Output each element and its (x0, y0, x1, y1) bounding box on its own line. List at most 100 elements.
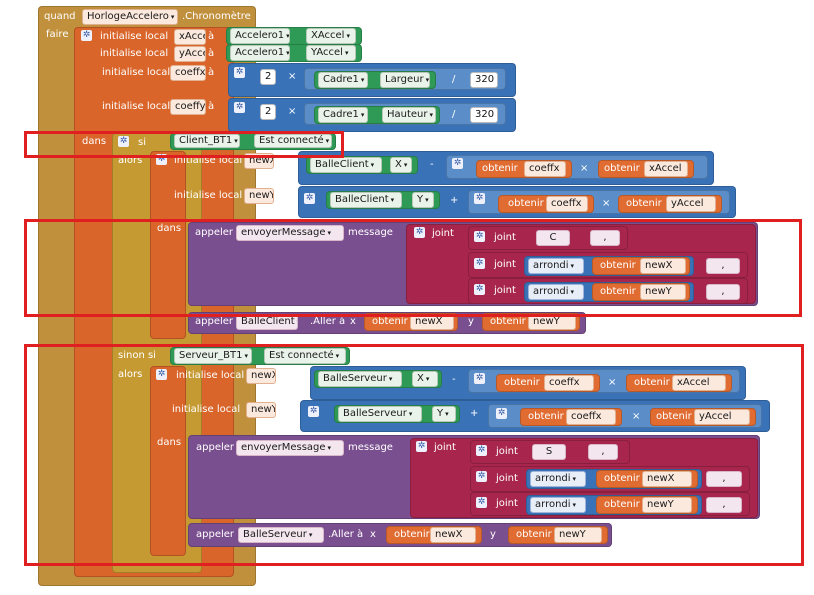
prop-dropdown-y[interactable]: Y▾ (432, 406, 456, 422)
comp-dropdown-accelero1[interactable]: Accelero1▾ (230, 45, 290, 61)
gear-icon[interactable]: ✲ (304, 193, 315, 204)
comp-dropdown-cadre1[interactable]: Cadre1▾ (318, 72, 368, 88)
join-label: joint (432, 228, 454, 239)
prop-dropdown-est-connecte[interactable]: Est connecté▾ (264, 348, 346, 364)
get-var-yaccel[interactable]: yAccel (666, 196, 716, 212)
get-label: obtenir (604, 163, 640, 174)
number-320[interactable]: 320 (470, 72, 498, 88)
comp-dropdown-balleserveur[interactable]: BalleServeur▾ (338, 406, 422, 422)
prop-dropdown-x[interactable]: X▾ (412, 371, 438, 387)
prop-dropdown-y[interactable]: Y▾ (412, 192, 434, 208)
comp-dropdown-serveur-bt1[interactable]: Serveur_BT1▾ (174, 348, 252, 364)
comp-dropdown-balleclient[interactable]: BalleClient▾ (310, 157, 382, 173)
gear-icon[interactable]: ✲ (156, 154, 167, 165)
get-label: obtenir (394, 529, 430, 540)
get-var-coeffx[interactable]: coeffx (566, 409, 616, 425)
init-to-label: à (208, 31, 215, 42)
round-dropdown[interactable]: arrondi▾ (528, 258, 584, 274)
get-var-coeffx[interactable]: coeffx (546, 196, 588, 212)
prop-dropdown-est-connecte[interactable]: Est connecté▾ (254, 134, 332, 148)
var-name-coeffy[interactable]: coeffy (170, 99, 206, 115)
gear-icon[interactable]: ✲ (416, 441, 427, 452)
comp-dropdown-accelero1[interactable]: Accelero1▾ (230, 28, 290, 44)
highlight-client-message (24, 219, 802, 317)
prop-dropdown-yaccel[interactable]: YAccel▾ (306, 45, 356, 61)
event-component-dropdown[interactable]: HorlogeAccelero▾ (82, 9, 178, 25)
dropdown-arrow-icon: ▾ (445, 410, 449, 418)
get-var-newy[interactable]: newY (642, 497, 692, 513)
gear-icon[interactable]: ✲ (234, 102, 245, 113)
comp-dropdown-cadre1[interactable]: Cadre1▾ (318, 107, 368, 123)
number-2[interactable]: 2 (260, 104, 276, 120)
text-comma[interactable]: , (706, 471, 742, 487)
gear-icon[interactable]: ✲ (474, 373, 485, 384)
text-comma[interactable]: , (706, 258, 740, 274)
gear-icon[interactable]: ✲ (476, 497, 487, 508)
body-in-label: dans (82, 136, 107, 147)
get-label: obtenir (482, 163, 518, 174)
text-c[interactable]: C (536, 230, 570, 246)
var-name-yaccel[interactable]: yAccel (174, 46, 206, 62)
prop-dropdown-xaccel[interactable]: XAccel▾ (306, 28, 356, 44)
gear-icon[interactable]: ✲ (474, 284, 485, 295)
prop-dropdown-largeur[interactable]: Largeur▾ (380, 72, 430, 88)
text-comma[interactable]: , (588, 444, 618, 460)
var-name-coeffx[interactable]: coeffx (170, 65, 206, 81)
text-comma[interactable]: , (706, 284, 740, 300)
get-var-newx[interactable]: newX (640, 258, 686, 274)
get-var-newy[interactable]: newY (640, 284, 686, 300)
proc-dropdown-envoyer-message[interactable]: envoyerMessage▾ (236, 440, 344, 456)
round-dropdown[interactable]: arrondi▾ (530, 497, 586, 513)
gear-icon[interactable]: ✲ (156, 369, 167, 380)
get-label: obtenir (600, 260, 636, 271)
gear-icon[interactable]: ✲ (81, 30, 92, 41)
text-comma[interactable]: , (590, 230, 620, 246)
proc-dropdown-envoyer-message[interactable]: envoyerMessage▾ (236, 225, 344, 241)
prop-dropdown-x[interactable]: X▾ (390, 157, 412, 173)
number-2[interactable]: 2 (260, 69, 276, 85)
number-320[interactable]: 320 (470, 107, 498, 123)
var-name-newx[interactable]: newX (246, 368, 276, 384)
text-comma[interactable]: , (706, 497, 742, 513)
get-var-newx[interactable]: newX (430, 527, 476, 543)
get-label: obtenir (604, 473, 640, 484)
gear-icon[interactable]: ✲ (234, 67, 245, 78)
comp-dropdown-client-bt1[interactable]: Client_BT1▾ (174, 134, 240, 148)
text-s[interactable]: S (532, 444, 566, 460)
join-label: joint (434, 442, 456, 453)
prop-dropdown-hauteur[interactable]: Hauteur▾ (382, 107, 436, 123)
comp-dropdown-balleserveur[interactable]: BalleServeur▾ (238, 527, 324, 543)
gear-icon[interactable]: ✲ (476, 471, 487, 482)
gear-icon[interactable]: ✲ (474, 231, 485, 242)
dropdown-arrow-icon: ▾ (327, 229, 332, 237)
dropdown-arrow-icon: ▾ (408, 410, 413, 418)
gear-icon[interactable]: ✲ (118, 136, 129, 147)
get-var-coeffx[interactable]: coeffx (524, 161, 566, 177)
gear-icon[interactable]: ✲ (496, 408, 507, 419)
get-var-yaccel[interactable]: yAccel (694, 409, 750, 425)
get-var-newx[interactable]: newX (642, 471, 692, 487)
var-name-xaccel[interactable]: xAccel (174, 29, 206, 45)
var-name-newy[interactable]: newY (246, 402, 276, 418)
gear-icon[interactable]: ✲ (452, 158, 463, 169)
get-var-xaccel[interactable]: xAccel (672, 375, 726, 391)
get-label: obtenir (656, 411, 692, 422)
get-label: obtenir (634, 377, 670, 388)
round-dropdown[interactable]: arrondi▾ (530, 471, 586, 487)
get-var-newy[interactable]: newY (554, 527, 602, 543)
get-var-coeffx[interactable]: coeffx (544, 375, 594, 391)
gear-icon[interactable]: ✲ (474, 258, 485, 269)
times-label: × (288, 106, 297, 117)
gear-icon[interactable]: ✲ (476, 445, 487, 456)
var-name-newy[interactable]: newY (244, 188, 274, 204)
elseif-label: sinon si (118, 350, 156, 361)
comp-dropdown-balleclient[interactable]: BalleClient▾ (330, 192, 402, 208)
client-local-init-block[interactable] (150, 151, 186, 339)
server-local-init-block[interactable] (150, 366, 186, 556)
gear-icon[interactable]: ✲ (414, 227, 425, 238)
gear-icon[interactable]: ✲ (474, 193, 485, 204)
comp-dropdown-balleserveur[interactable]: BalleServeur▾ (318, 371, 402, 387)
gear-icon[interactable]: ✲ (308, 406, 319, 417)
round-dropdown[interactable]: arrondi▾ (528, 284, 584, 300)
get-var-xaccel[interactable]: xAccel (644, 161, 688, 177)
